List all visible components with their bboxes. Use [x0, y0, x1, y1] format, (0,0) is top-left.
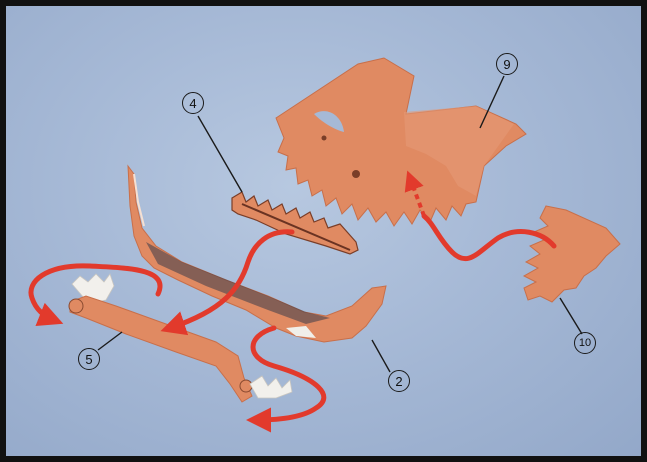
- callout-2-label: 2: [395, 375, 402, 388]
- part-10-small-toothed-piece: [524, 206, 620, 302]
- arrow-part10-to-part9: [424, 216, 554, 259]
- callout-5: 5: [78, 348, 100, 370]
- parts-scene: [6, 6, 641, 456]
- callout-10: 10: [574, 332, 596, 354]
- callout-9: 9: [496, 53, 518, 75]
- callout-9-label: 9: [503, 58, 510, 71]
- callout-10-label: 10: [579, 338, 591, 349]
- callout-2: 2: [388, 370, 410, 392]
- callout-4-label: 4: [189, 97, 196, 110]
- part-9-wing-piece: [276, 58, 526, 226]
- arrow-bottom-loop: [253, 328, 324, 420]
- callout-4: 4: [182, 92, 204, 114]
- photo-background: 4 9 5 2 10: [6, 6, 641, 456]
- callout-5-label: 5: [85, 353, 92, 366]
